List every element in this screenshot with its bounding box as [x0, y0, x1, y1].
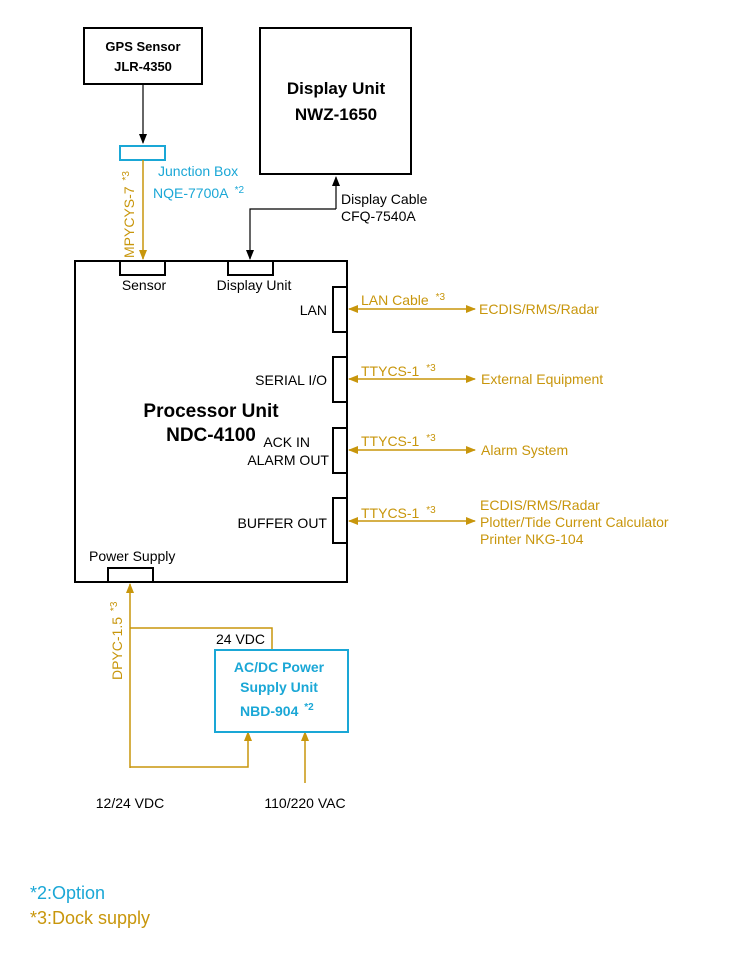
buffer-port	[332, 497, 348, 544]
sensor-port-label: Sensor	[122, 277, 167, 293]
ack-in-label: ACK IN	[263, 434, 310, 450]
buffer-out-label: BUFFER OUT	[238, 515, 328, 531]
processor-unit-model: NDC-4100	[166, 425, 256, 446]
processor-unit-title: Processor Unit	[143, 401, 279, 422]
alarm-cable-mark: *3	[426, 433, 436, 444]
svg-text:TTYCS-1 *3: TTYCS-1 *3	[361, 363, 436, 379]
junction-box	[119, 145, 166, 161]
display-cable-line	[246, 208, 336, 260]
serial-label: SERIAL I/O	[255, 372, 327, 388]
gps-cable-label: MPYCYS-7	[121, 186, 137, 258]
lan-cable-mark: *3	[436, 292, 446, 303]
legend-option: *2:Option	[30, 883, 105, 903]
buffer-target-2: Plotter/Tide Current Calculator	[480, 514, 669, 530]
alarm-target: Alarm System	[481, 442, 568, 458]
power-port	[107, 567, 154, 583]
svg-text:DPYC-1.5 *3: DPYC-1.5 *3	[109, 601, 125, 680]
psu-output-voltage: 24 VDC	[216, 631, 265, 647]
dc-input-line	[130, 731, 252, 768]
alarm-out-label: ALARM OUT	[247, 452, 329, 468]
processor-unit-box	[74, 260, 348, 583]
svg-text:TTYCS-1 *3: TTYCS-1 *3	[361, 505, 436, 521]
power-cable-mark: *3	[109, 601, 120, 611]
junction-box-mark: *2	[235, 185, 245, 196]
psu-title-1: AC/DC Power	[234, 659, 325, 675]
svg-text:TTYCS-1 *3: TTYCS-1 *3	[361, 433, 436, 449]
psu-mark: *2	[304, 702, 314, 713]
serial-cable-label: TTYCS-1	[361, 363, 420, 379]
right-ports: LAN SERIAL I/O ACK IN ALARM OUT BUFFER O…	[238, 286, 669, 547]
junction-box-title: Junction Box	[158, 163, 238, 179]
dc-input-label: 12/24 VDC	[96, 795, 164, 811]
gps-cable-mark: *3	[121, 171, 132, 181]
buffer-cable-mark: *3	[426, 505, 436, 516]
alarm-port	[332, 427, 348, 474]
gps-sensor-box: GPS Sensor JLR-4350	[83, 27, 203, 85]
psu-output-line	[130, 627, 273, 650]
psu-model: NBD-904	[240, 703, 299, 719]
sensor-port	[119, 260, 166, 276]
serial-cable-mark: *3	[426, 363, 436, 374]
lan-label: LAN	[300, 302, 327, 318]
display-unit-title: Display Unit	[287, 79, 386, 98]
display-unit-box: Display Unit NWZ-1650	[259, 27, 412, 175]
display-port-label: Display Unit	[217, 277, 292, 293]
psu-title-2: Supply Unit	[240, 679, 318, 695]
svg-text:NQE-7700A *2: NQE-7700A *2	[153, 185, 245, 201]
power-cable-label: DPYC-1.5	[109, 617, 125, 680]
legend-dock-supply: *3:Dock supply	[30, 908, 150, 928]
serial-target: External Equipment	[481, 371, 603, 387]
svg-text:NBD-904 *2: NBD-904 *2	[240, 702, 314, 719]
power-port-label: Power Supply	[89, 548, 175, 564]
junction-box-model: NQE-7700A	[153, 185, 229, 201]
lan-cable-label: LAN Cable	[361, 292, 429, 308]
lan-port	[332, 286, 348, 333]
display-port	[227, 260, 274, 276]
display-cable-label: Display Cable	[341, 191, 428, 207]
svg-text:LAN Cable *3: LAN Cable *3	[361, 292, 445, 308]
serial-port	[332, 356, 348, 403]
buffer-cable-label: TTYCS-1	[361, 505, 420, 521]
ac-input-label: 110/220 VAC	[264, 795, 345, 811]
buffer-target-1: ECDIS/RMS/Radar	[480, 497, 600, 513]
display-cable-model: CFQ-7540A	[341, 208, 416, 224]
alarm-cable-label: TTYCS-1	[361, 433, 420, 449]
gps-sensor-model: JLR-4350	[114, 59, 172, 74]
buffer-target-3: Printer NKG-104	[480, 531, 584, 547]
psu-box	[214, 649, 349, 733]
svg-text:MPYCYS-7 *3: MPYCYS-7 *3	[121, 171, 137, 258]
gps-sensor-title: GPS Sensor	[105, 39, 180, 54]
lan-target: ECDIS/RMS/Radar	[479, 301, 599, 317]
display-unit-model: NWZ-1650	[295, 105, 377, 124]
